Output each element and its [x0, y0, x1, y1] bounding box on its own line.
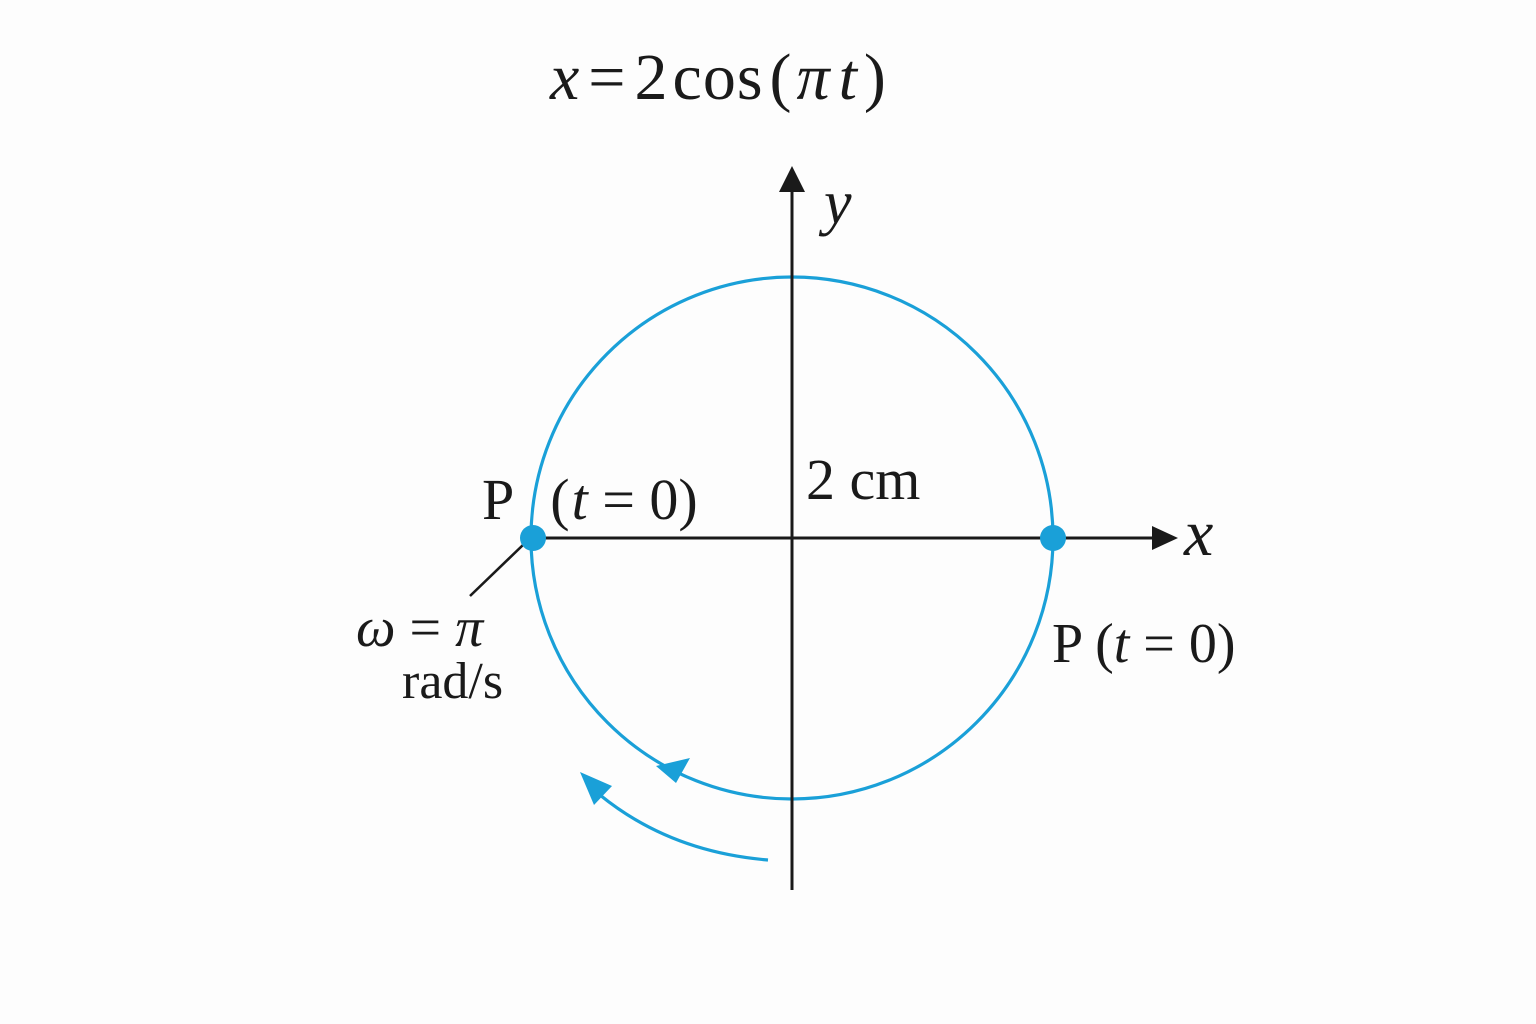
circle-direction-arrowhead	[656, 758, 690, 783]
point-right	[1040, 525, 1066, 551]
point-right-label: P (t = 0)	[1052, 612, 1236, 676]
rotation-arrow-arc	[598, 793, 769, 862]
point-left-label: P (t = 0)	[482, 466, 698, 533]
point-right-t: t	[1113, 613, 1130, 675]
point-left-name: P	[482, 467, 515, 532]
x-axis-label: x	[1184, 497, 1214, 570]
equation-t: t	[838, 41, 858, 114]
equation-func: cos	[672, 41, 764, 114]
point-right-name: P	[1052, 613, 1082, 675]
rotation-arrow-head	[580, 772, 612, 805]
omega-eq: =	[395, 597, 456, 659]
equation-coef: 2	[634, 41, 669, 114]
equation-eq: =	[588, 41, 627, 114]
angular-speed-unit: rad/s	[402, 653, 504, 710]
point-right-open: (	[1081, 613, 1114, 675]
point-left-rest: = 0)	[587, 467, 698, 532]
omega-pointer-line	[469, 543, 525, 597]
y-axis-arrowhead	[779, 166, 805, 192]
angular-speed-label: ω = π	[356, 596, 483, 660]
equation-close: )	[863, 41, 887, 114]
omega-pi: π	[455, 597, 484, 659]
equation-var: x	[550, 41, 581, 114]
point-left	[520, 525, 546, 551]
equation-open: (	[769, 41, 793, 114]
y-axis-label: y	[824, 169, 852, 237]
radius-label: 2 cm	[806, 447, 921, 512]
point-left-t: t	[571, 467, 588, 532]
point-left-open: (	[550, 467, 570, 532]
point-right-rest: = 0)	[1129, 613, 1236, 675]
omega-symbol: ω	[356, 597, 396, 659]
equation-pi: π	[796, 41, 831, 114]
x-axis-arrowhead	[1152, 526, 1178, 550]
